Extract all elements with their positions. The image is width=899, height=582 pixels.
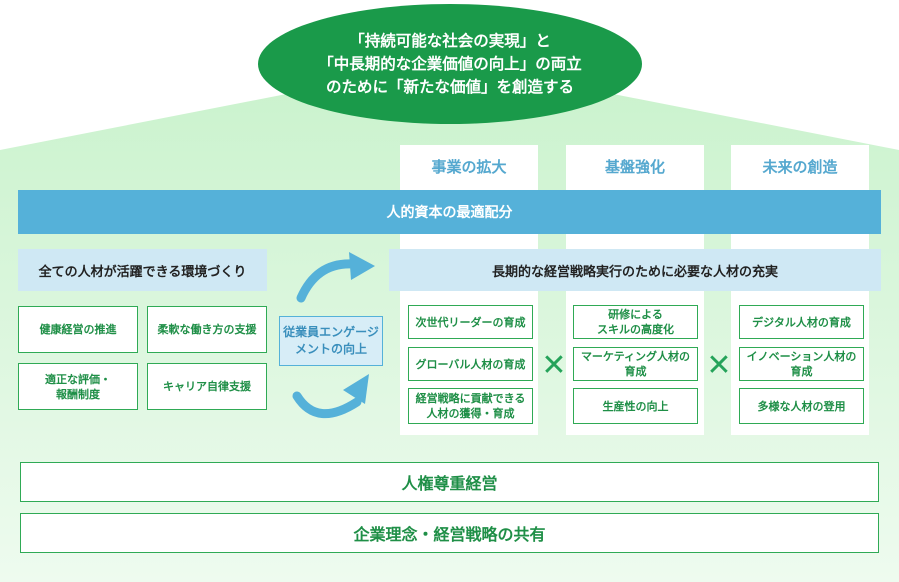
column-header-foundation-strengthening: 基盤強化 bbox=[604, 157, 665, 176]
multiply-icon-1: ✕ bbox=[541, 347, 567, 383]
item-health-management: 健康経営の推進 bbox=[18, 306, 138, 353]
goal-ellipse bbox=[258, 4, 642, 124]
goal-line-3: のために「新たな価値」を創造する bbox=[325, 77, 574, 96]
item-flexible-work-support: 柔軟な働き方の支援 bbox=[147, 306, 267, 353]
arrow-top bbox=[296, 259, 358, 303]
goal-line-1: 「持続可能な社会の実現」と bbox=[349, 31, 551, 50]
foundation-human-rights: 人権尊重経営 bbox=[20, 462, 879, 502]
goal-line-2: 「中長期的な企業価値の向上」の両立 bbox=[318, 54, 582, 73]
item-next-gen-leader: 次世代リーダーの育成 bbox=[408, 305, 533, 339]
item-digital-talent: デジタル人材の育成 bbox=[739, 305, 864, 339]
multiply-icon-2: ✕ bbox=[706, 347, 732, 383]
cycle-arrows bbox=[292, 252, 375, 419]
engagement-improvement-box: 従業員エンゲージ メントの向上 bbox=[279, 316, 383, 366]
item-innovation-talent: イノベーション人材の 育成 bbox=[739, 347, 864, 381]
goal-statement: 「持続可能な社会の実現」と 「中長期的な企業価値の向上」の両立 のために「新たな… bbox=[262, 22, 638, 106]
item-career-autonomy-support: キャリア自律支援 bbox=[147, 363, 267, 410]
item-fair-evaluation: 適正な評価・ 報酬制度 bbox=[18, 363, 138, 410]
human-capital-allocation-band: 人的資本の最適配分 bbox=[18, 190, 881, 234]
column-header-future-creation: 未来の創造 bbox=[762, 157, 838, 176]
item-strategic-talent-acquisition: 経営戦略に貢献できる 人材の獲得・育成 bbox=[408, 388, 533, 424]
arrow-bottom bbox=[292, 391, 362, 419]
right-heading: 長期的な経営戦略実行のために必要な人材の充実 bbox=[389, 249, 881, 291]
arrow-top-head bbox=[349, 252, 375, 280]
left-heading: 全ての人材が活躍できる環境づくり bbox=[18, 249, 267, 291]
item-marketing-talent: マーケティング人材の 育成 bbox=[573, 347, 698, 381]
foundation-philosophy-sharing: 企業理念・経営戦略の共有 bbox=[20, 513, 879, 553]
item-productivity-improvement: 生産性の向上 bbox=[573, 388, 698, 424]
item-skill-enhancement: 研修による スキルの高度化 bbox=[573, 305, 698, 339]
item-global-talent: グローバル人材の育成 bbox=[408, 347, 533, 381]
item-diverse-talent: 多様な人材の登用 bbox=[739, 388, 864, 424]
arrow-bottom-head bbox=[343, 374, 369, 404]
column-header-business-expansion: 事業の拡大 bbox=[431, 157, 507, 176]
